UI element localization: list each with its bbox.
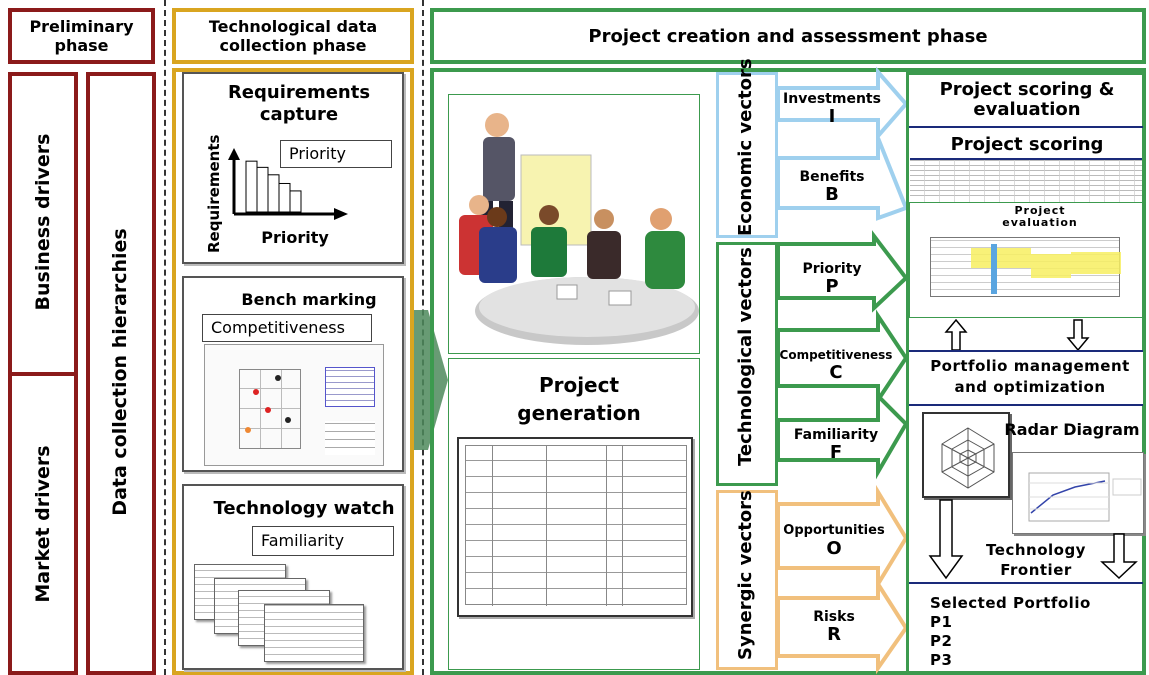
evaluation-table-image [930,237,1121,297]
portfolio-item: P1 [930,613,953,631]
selected-portfolio: Selected Portfolio P1 P2 P3 [930,594,1130,670]
project-evaluation-title: Project evaluation [1002,204,1078,229]
project-table-image [457,437,693,617]
portfolio-item: P2 [930,632,953,650]
radar-chart-image [922,412,1010,498]
requirements-bar [289,190,302,213]
synergic-vectors-box [716,490,778,670]
scoring-eval-divider [909,126,1143,128]
project-generation-panel: Project generation [448,358,700,670]
right-column-box [906,72,1146,675]
economic-vectors-box [716,72,778,238]
project-creation-phase-label: Project creation and assessment phase [588,25,988,47]
requirements-xlabel: Priority [261,228,329,247]
requirements-ylabel: Requirements [205,134,223,253]
vector-familiarity-letter: F [829,442,843,463]
familiarity-box: Familiarity [252,526,394,556]
benchmarking-title: Bench marking [241,290,377,309]
tech-data-phase-header: Technological data collection phase [172,8,414,64]
vector-opportunities-letter: O [826,538,842,559]
vector-investments-label: Investments [783,91,881,107]
scoring-eval-title: Project scoring & evaluation [939,79,1115,120]
benefits-arrow-icon [776,137,909,221]
vector-benefits-label: Benefits [799,169,865,185]
up-arrow-icon [944,318,968,351]
radar-diagram-label: Radar Diagram [1004,420,1140,439]
x-axis-arrowhead [334,208,348,220]
requirements-bar [256,166,269,213]
meeting-illustration [459,113,699,345]
benchmarking-chart-image [204,344,384,466]
market-drivers-label: Market drivers [32,445,54,603]
technology-frontier-label: Technology Frontier [986,541,1086,579]
requirements-title: Requirements capture [227,82,371,125]
portfolio-mgmt-box [909,350,1143,406]
drivers-divider [8,372,78,376]
vector-priority-label: Priority [802,261,862,277]
frontier-down-arrow-right-icon [1100,533,1138,580]
requirements-chart [228,148,348,220]
selected-portfolio-title: Selected Portfolio [930,594,1091,612]
tech-watch-title: Technology watch [213,498,395,519]
radar-icon [941,427,995,489]
hierarchies-label: Data collection hierarchies [109,228,131,516]
vector-opportunities-label: Opportunities [783,523,885,538]
competitiveness-box: Competitiveness [202,314,372,342]
project-generation-title: Project generation [517,373,641,425]
business-drivers-label: Business drivers [32,133,54,311]
investments-arrow-icon [776,66,909,142]
familiarity-arrow-icon [776,391,909,480]
hierarchies-box [86,72,156,675]
requirements-bar [245,160,258,213]
project-scoring-title: Project scoring [950,134,1104,155]
project-creation-phase-header: Project creation and assessment phase [430,8,1146,64]
vector-priority-letter: P [825,276,839,297]
vector-competitiveness-letter: C [829,362,843,383]
down-arrow-icon [1066,319,1090,352]
requirements-priority-box: Priority [280,140,392,168]
tech-data-box [172,68,414,675]
frontier-chart-image [1012,452,1144,534]
economic-vectors-label: Economic vectors [735,58,756,236]
vector-arrows [776,66,909,675]
vector-risks-label: Risks [813,609,855,625]
vector-benefits-letter: B [825,184,839,205]
requirements-bar [267,174,280,213]
scoring-table-image [910,158,1142,202]
tech-watch-doc-4 [264,604,364,662]
technological-vectors-label: Technological vectors [735,247,756,466]
evaluation-panel: Project evaluation [909,202,1143,318]
portfolio-mgmt-title: Portfolio management and optimization [930,357,1130,396]
requirements-panel: Requirements capture Priority Requiremen… [182,72,404,264]
risks-arrow-icon [776,577,909,675]
selected-portfolio-divider [909,582,1143,584]
competitiveness-arrow-icon [776,309,909,407]
priority-arrow-icon [776,230,909,313]
requirements-bar [278,182,291,213]
preliminary-phase-header: Preliminary phase [8,8,155,64]
meeting-image [448,94,700,354]
tech-data-phase-label: Technological data collection phase [208,17,378,55]
opportunities-arrow-icon [776,484,909,592]
synergic-vectors-label: Synergic vectors [735,490,756,660]
vector-competitiveness-label: Competitiveness [779,348,893,362]
portfolio-item: P3 [930,651,953,669]
preliminary-phase-label: Preliminary phase [29,17,134,55]
benchmarking-panel: Bench marking Competitiveness [182,276,404,472]
y-axis-arrowhead [228,148,240,160]
vector-familiarity-label: Familiarity [793,427,879,443]
frontier-down-arrow-left-icon [928,499,964,580]
vector-investments-letter: I [828,106,836,127]
separator-left [164,0,166,675]
frontier-icon [1028,472,1142,522]
vector-risks-letter: R [827,624,841,645]
tech-watch-panel: Technology watch Familiarity [182,484,404,670]
